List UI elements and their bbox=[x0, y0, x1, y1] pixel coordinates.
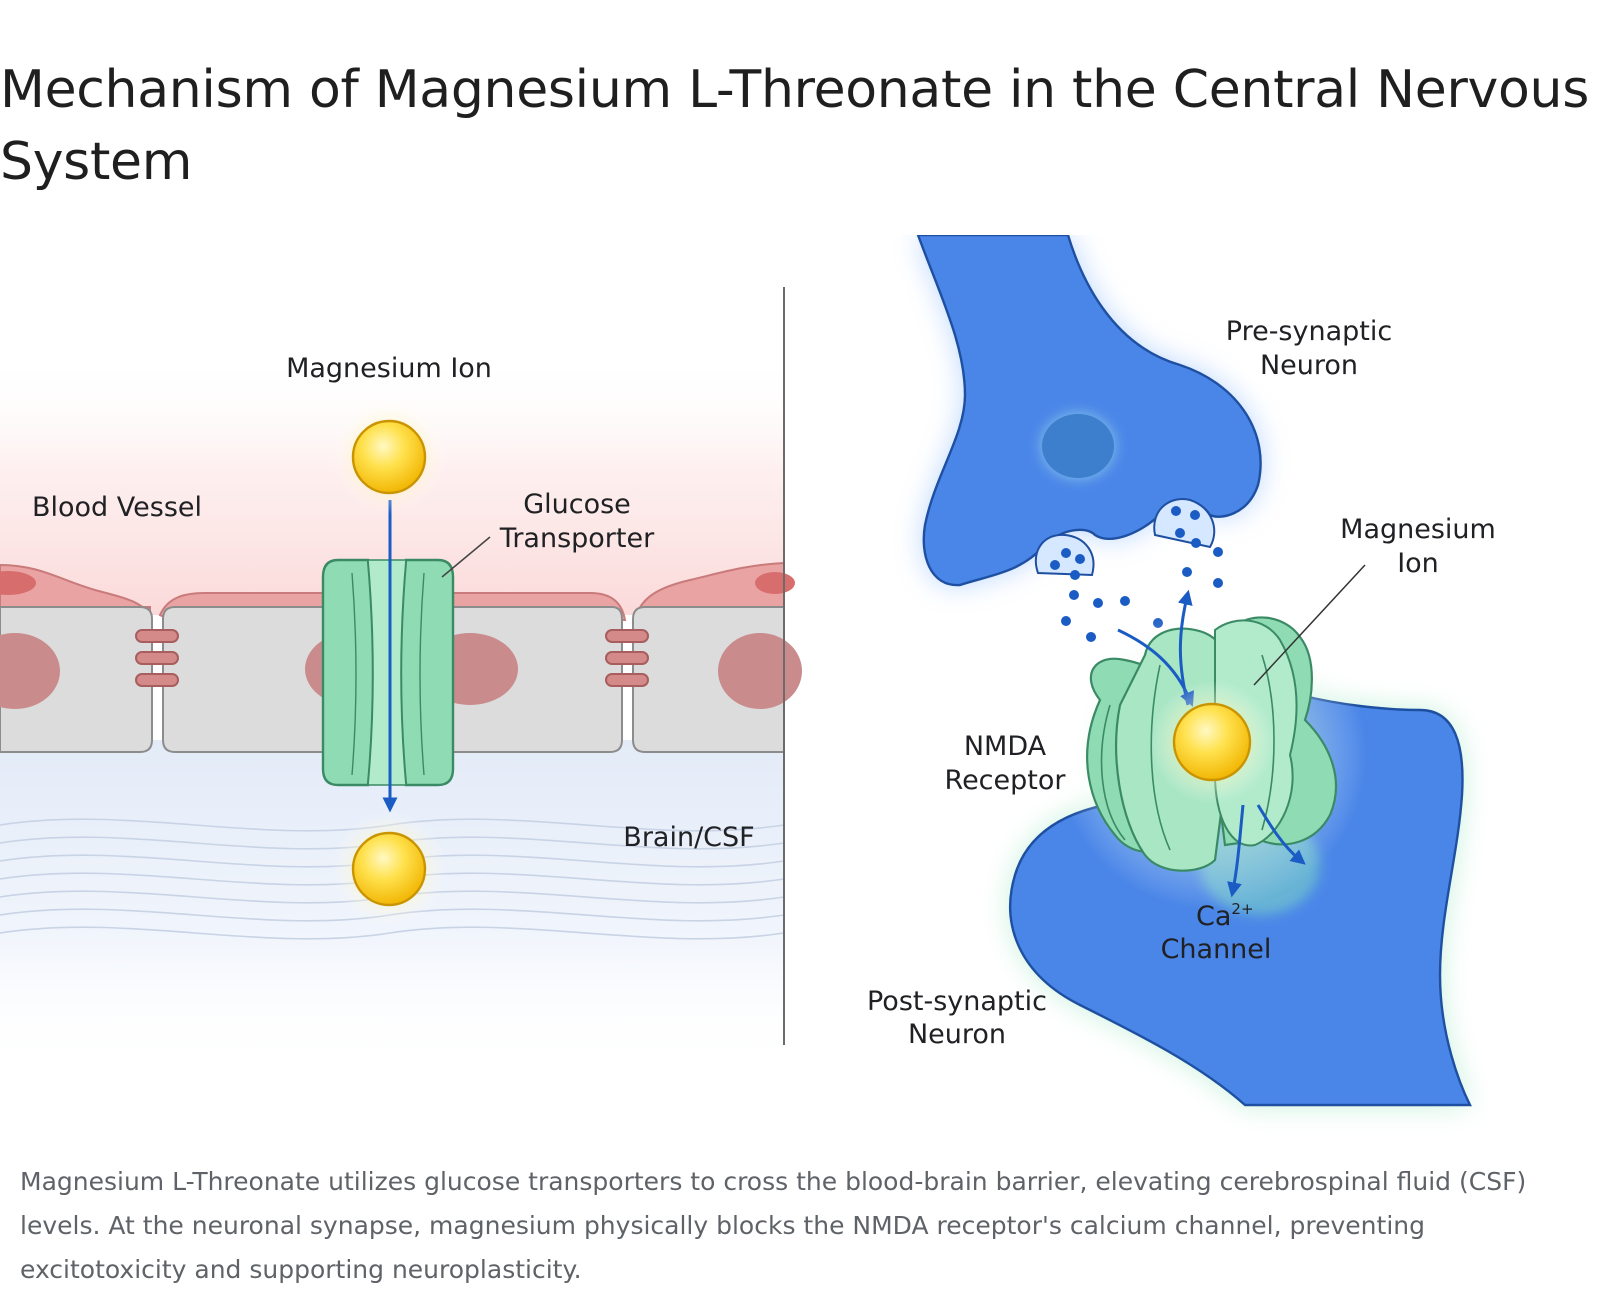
mechanism-diagram: Magnesium Ion Blood Vessel Glucose Trans… bbox=[0, 235, 1600, 1135]
leader-line-magnesium bbox=[1253, 564, 1366, 686]
magnesium-ion-nmda-block bbox=[1172, 702, 1252, 782]
label-calcium: Ca2+ bbox=[1196, 900, 1254, 932]
label-channel: Channel bbox=[1161, 934, 1272, 965]
label-glucose: Glucose bbox=[523, 489, 631, 520]
label-transporter: Transporter bbox=[499, 523, 655, 554]
label-magnesium: Magnesium bbox=[1340, 514, 1496, 545]
neuron-nucleus bbox=[1042, 414, 1114, 478]
left-panel-blood-brain-barrier: Magnesium Ion Blood Vessel Glucose Trans… bbox=[0, 353, 802, 1070]
label-brain-csf: Brain/CSF bbox=[623, 822, 754, 853]
magnesium-ion-blood bbox=[351, 419, 427, 495]
label-post-synaptic: Post-synaptic bbox=[867, 986, 1047, 1017]
page-title: Mechanism of Magnesium L-Threonate in th… bbox=[0, 60, 1589, 192]
label-magnesium-ion: Magnesium Ion bbox=[286, 353, 492, 384]
label-post-synaptic-neuron: Neuron bbox=[908, 1019, 1006, 1050]
glucose-transporter bbox=[321, 558, 455, 787]
label-calcium-base: Ca bbox=[1196, 901, 1231, 932]
magnesium-ion-brain bbox=[351, 831, 427, 907]
endothelial-layer bbox=[0, 561, 795, 623]
label-receptor: Receptor bbox=[945, 765, 1067, 796]
label-ion: Ion bbox=[1397, 548, 1439, 579]
label-blood-vessel: Blood Vessel bbox=[32, 492, 202, 523]
figure-caption: Magnesium L-Threonate utilizes glucose t… bbox=[20, 1167, 1527, 1284]
label-pre-synaptic-neuron: Neuron bbox=[1260, 350, 1358, 381]
pre-synaptic-neuron bbox=[916, 235, 1262, 587]
tight-junctions bbox=[135, 629, 649, 687]
label-calcium-charge: 2+ bbox=[1231, 900, 1253, 918]
label-nmda: NMDA bbox=[964, 731, 1047, 762]
right-panel-synapse: Pre-synaptic Neuron Magnesium Ion NMDA R… bbox=[867, 235, 1496, 1107]
leader-line-transporter bbox=[441, 536, 491, 578]
label-pre-synaptic: Pre-synaptic bbox=[1226, 316, 1392, 347]
